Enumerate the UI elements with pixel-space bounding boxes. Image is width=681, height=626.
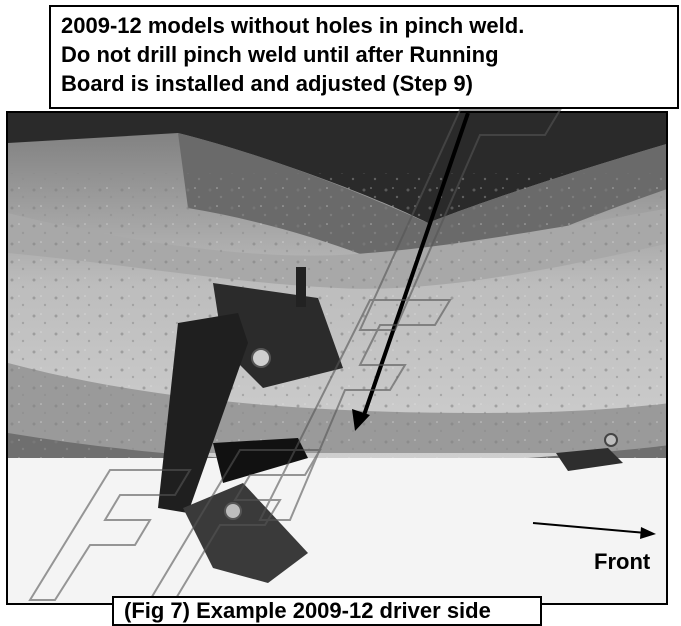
front-direction-label: Front (594, 549, 651, 574)
instruction-callout: 2009-12 models without holes in pinch we… (49, 5, 679, 109)
figure-caption: (Fig 7) Example 2009-12 driver side (112, 596, 542, 626)
installation-photo (6, 111, 668, 605)
callout-line-2: Do not drill pinch weld until after Runn… (61, 42, 499, 67)
callout-line-1: 2009-12 models without holes in pinch we… (61, 13, 525, 38)
callout-line-3: Board is installed and adjusted (Step 9) (61, 71, 473, 96)
vehicle-underbody-photo (8, 113, 666, 603)
watermark-logo (28, 109, 562, 601)
